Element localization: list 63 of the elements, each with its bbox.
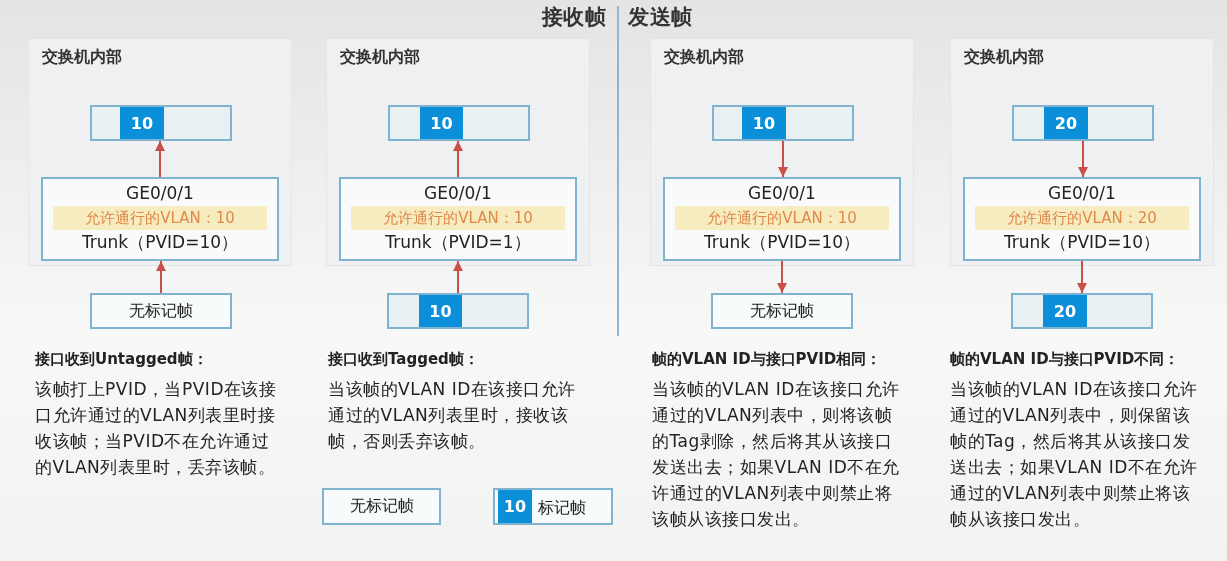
panel-heading: 交换机内部 — [42, 47, 122, 68]
frame-box — [387, 293, 529, 329]
allowed-vlan-label: 允许通行的VLAN：10 — [675, 206, 889, 230]
note-text: 该帧打上PVID，当PVID在该接口允许通过的VLAN列表里时接收该帧；当PVID不在允许通过的VLAN列表里时，丢弃该帧。 — [35, 378, 278, 479]
trunk-label: Trunk（PVID=10） — [1002, 231, 1162, 254]
port-box — [963, 177, 1201, 261]
legend-box — [322, 488, 441, 525]
switch-panel — [650, 38, 914, 266]
port-box — [41, 177, 279, 261]
frame-box — [90, 105, 232, 141]
vlan-tag: 10 — [120, 107, 164, 139]
frame-box — [711, 293, 853, 329]
arrow — [777, 260, 787, 294]
frame-box — [1012, 105, 1154, 141]
arrow — [1078, 140, 1088, 178]
arrow — [453, 140, 463, 178]
frame-label: 无标记帧 — [129, 300, 193, 322]
note-text: 当该帧的VLAN ID在该接口允许通过的VLAN列表里时，接收该帧，否则丢弃该帧。 — [328, 378, 577, 453]
switch-panel — [326, 38, 590, 266]
panel-heading: 交换机内部 — [340, 47, 420, 68]
trunk-label: Trunk（PVID=10） — [702, 231, 862, 254]
vlan-tag: 10 — [498, 490, 532, 523]
frame-box — [90, 293, 232, 329]
arrow — [155, 140, 165, 178]
note-heading: 帧的VLAN ID与接口PVID相同： — [652, 349, 883, 370]
vlan-tag: 10 — [742, 107, 786, 139]
panel-heading: 交换机内部 — [964, 47, 1044, 68]
frame-box — [1011, 293, 1153, 329]
frame-box — [388, 105, 530, 141]
frame-box — [712, 105, 854, 141]
switch-panel — [28, 38, 292, 266]
panel-heading: 交换机内部 — [664, 47, 744, 68]
arrow — [156, 260, 166, 294]
note-heading: 帧的VLAN ID与接口PVID不同： — [950, 349, 1181, 370]
port-name: GE0/0/1 — [1047, 183, 1117, 203]
frame-label: 无标记帧 — [750, 300, 814, 322]
port-box — [339, 177, 577, 261]
note-text: 当该帧的VLAN ID在该接口允许通过的VLAN列表中，则保留该帧的Tag，然后将其从该接口发送出去；如果VLAN ID不在允许通过的VLAN列表中则禁止将该帧从该接口发出。 — [950, 378, 1199, 531]
vlan-tag: 10 — [419, 295, 462, 327]
note-heading: 接口收到Tagged帧： — [328, 349, 480, 370]
frame-label: 标记帧 — [538, 498, 586, 519]
section-title: 接收帧 — [540, 4, 606, 31]
port-box — [663, 177, 901, 261]
trunk-label: Trunk（PVID=1） — [384, 231, 532, 254]
port-name: GE0/0/1 — [423, 183, 493, 203]
vlan-tag: 20 — [1043, 295, 1087, 327]
vlan-tag: 10 — [420, 107, 463, 139]
section-title: 发送帧 — [628, 4, 694, 31]
switch-panel — [950, 38, 1214, 266]
frame-label: 无标记帧 — [349, 496, 414, 517]
note-heading: 接口收到Untagged帧： — [35, 349, 209, 370]
arrow — [778, 140, 788, 178]
allowed-vlan-label: 允许通行的VLAN：20 — [975, 206, 1189, 230]
vlan-tag: 20 — [1044, 107, 1088, 139]
trunk-label: Trunk（PVID=10） — [80, 231, 240, 254]
arrow — [453, 260, 463, 294]
legend-box — [493, 488, 613, 525]
port-name: GE0/0/1 — [747, 183, 817, 203]
note-text: 当该帧的VLAN ID在该接口允许通过的VLAN列表中，则将该帧的Tag剥除，然后将其从该接口发送出去；如果VLAN ID不在允许通过的VLAN列表中则禁止将该帧从该接口发出。 — [652, 378, 901, 531]
allowed-vlan-label: 允许通行的VLAN：10 — [53, 206, 267, 230]
arrow — [1077, 260, 1087, 294]
allowed-vlan-label: 允许通行的VLAN：10 — [351, 206, 565, 230]
port-name: GE0/0/1 — [125, 183, 195, 203]
